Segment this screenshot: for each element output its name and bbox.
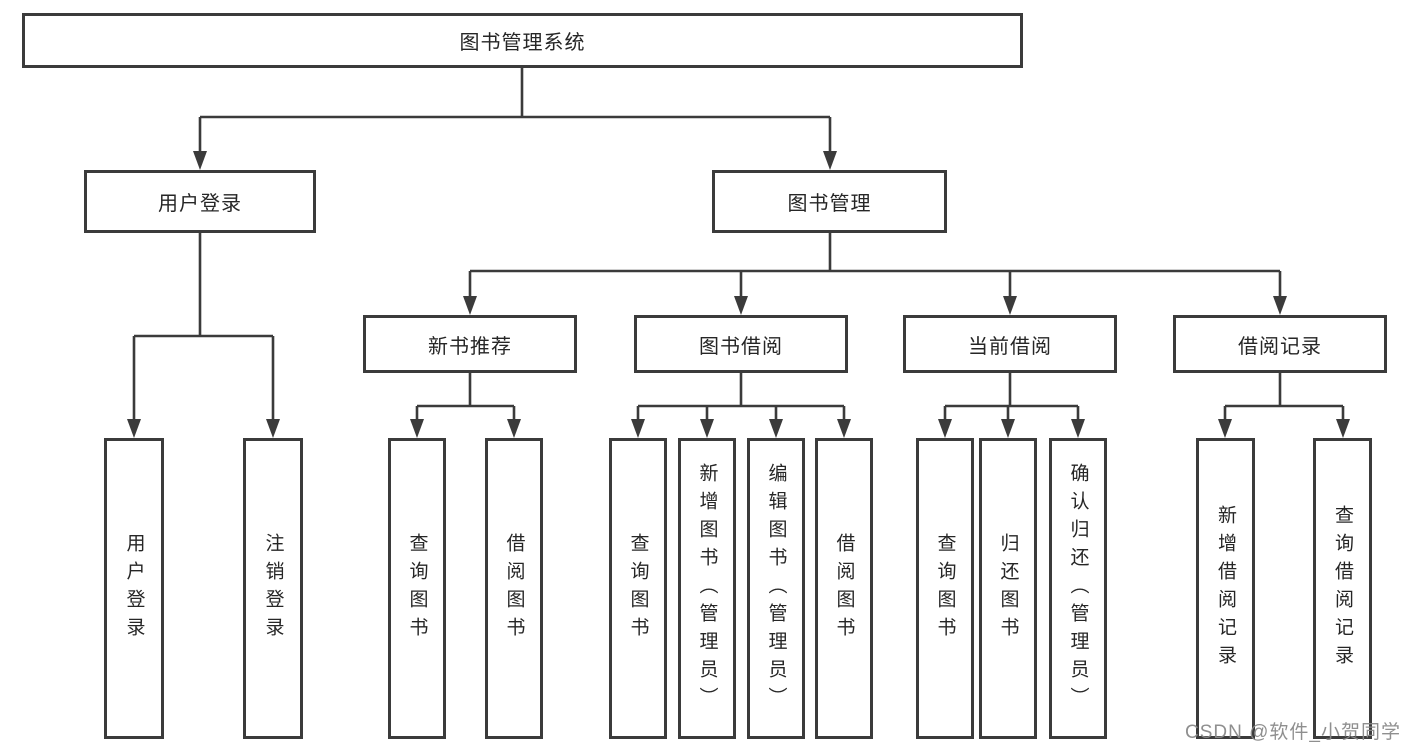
node-book-borrowing: 图书借阅 — [634, 315, 848, 373]
node-library-management-system: 图书管理系统 — [22, 13, 1023, 68]
node-user-login: 用户登录 — [84, 170, 316, 233]
node-label: 用户登录 — [123, 532, 145, 645]
node-bor-query-books: 查询图书 — [609, 438, 667, 739]
node-label: 查询图书 — [934, 532, 956, 645]
node-label: 查询图书 — [627, 532, 649, 645]
node-user-login-action: 用户登录 — [104, 438, 164, 739]
node-bor-edit-book-admin: 编辑图书（管理员） — [747, 438, 805, 739]
csdn-watermark: CSDN @软件_小贺同学 — [1185, 722, 1401, 743]
node-label: 借阅图书 — [833, 532, 855, 645]
connector-paths — [132, 68, 1345, 423]
node-current-borrowing: 当前借阅 — [903, 315, 1117, 373]
node-bor-add-book-admin: 新增图书（管理员） — [678, 438, 736, 739]
node-label: 注销登录 — [262, 532, 284, 645]
node-book-management: 图书管理 — [712, 170, 947, 233]
node-cur-query-books: 查询图书 — [916, 438, 974, 739]
node-log-query-borrow-record: 查询借阅记录 — [1313, 438, 1372, 739]
node-borrowing-records: 借阅记录 — [1173, 315, 1387, 373]
node-label: 归还图书 — [997, 532, 1019, 645]
node-logout-action: 注销登录 — [243, 438, 303, 739]
node-label: 新增图书（管理员） — [696, 462, 718, 715]
node-cur-confirm-return-admin: 确认归还（管理员） — [1049, 438, 1107, 739]
node-new-book-recommendation: 新书推荐 — [363, 315, 577, 373]
node-rec-query-books: 查询图书 — [388, 438, 446, 739]
node-rec-borrow-books: 借阅图书 — [485, 438, 543, 739]
node-label: 查询借阅记录 — [1332, 504, 1353, 673]
node-label: 借阅图书 — [503, 532, 525, 645]
node-log-add-borrow-record: 新增借阅记录 — [1196, 438, 1255, 739]
node-bor-borrow-books: 借阅图书 — [815, 438, 873, 739]
node-cur-return-books: 归还图书 — [979, 438, 1037, 739]
node-label: 编辑图书（管理员） — [765, 462, 787, 715]
node-label: 查询图书 — [406, 532, 428, 645]
node-label: 确认归还（管理员） — [1067, 462, 1089, 715]
node-label: 新增借阅记录 — [1215, 504, 1236, 673]
